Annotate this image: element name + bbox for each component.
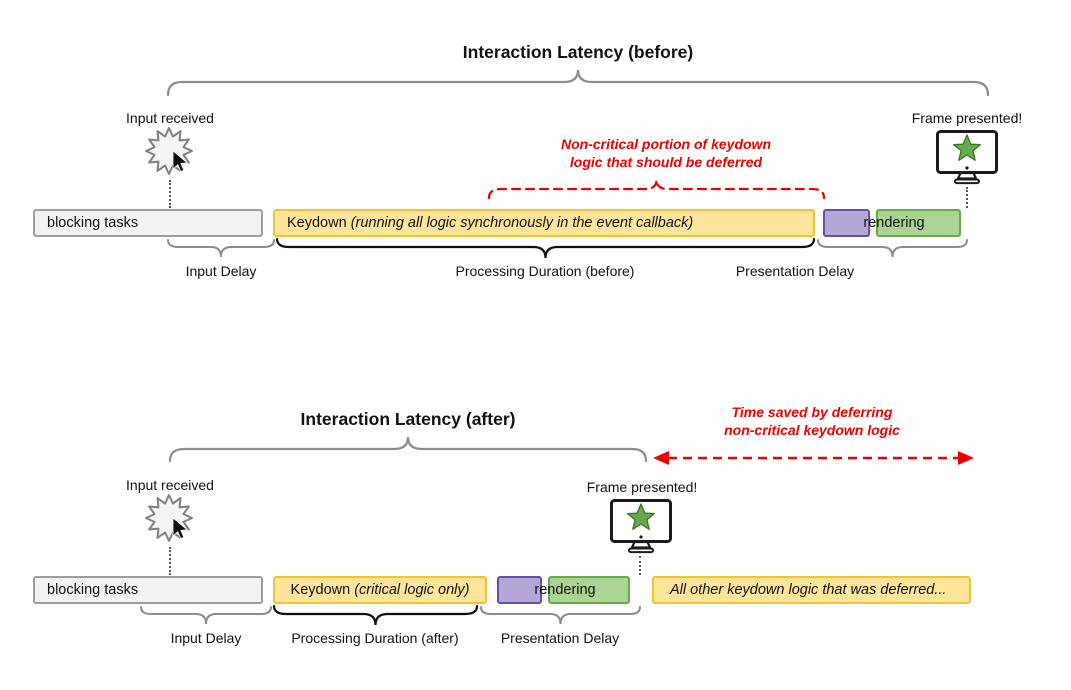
time-saved-arrow-right-head xyxy=(958,451,974,465)
input-burst-icon xyxy=(145,127,193,175)
before-input-delay-label: Input Delay xyxy=(185,263,257,279)
before-processing-brace xyxy=(275,237,816,259)
before-blocking-tasks-bar: blocking tasks xyxy=(33,209,263,237)
after-presentation-brace xyxy=(480,606,641,625)
before-deferred-note-line2: logic that should be deferred xyxy=(569,153,763,170)
after-frame-dotted-line xyxy=(639,556,641,575)
cursor-arrow-icon xyxy=(172,517,189,540)
keydown-detail-label: (running all logic synchronously in the … xyxy=(350,215,694,231)
star-icon xyxy=(953,134,981,161)
after-processing-brace xyxy=(272,604,479,626)
before-presentation-brace xyxy=(817,239,968,258)
monitor-dot xyxy=(639,535,643,539)
after-blocking-tasks-bar: blocking tasks xyxy=(33,576,263,604)
monitor-stand xyxy=(630,540,652,549)
after-time-saved-note: Time saved by deferring non-critical key… xyxy=(662,404,962,440)
monitor-frame-icon xyxy=(610,499,672,554)
before-input-received-label: Input received xyxy=(126,110,214,126)
star-icon xyxy=(627,503,655,530)
before-frame-dotted-line xyxy=(966,187,968,208)
before-keydown-bar: Keydown (running all logic synchronously… xyxy=(273,209,815,237)
before-rendering-label: rendering xyxy=(863,215,925,231)
time-saved-arrow-left-head xyxy=(653,451,669,465)
keydown-label: Keydown xyxy=(287,215,351,231)
input-burst-icon xyxy=(145,494,193,542)
after-input-delay-brace xyxy=(140,606,272,625)
monitor-base xyxy=(628,547,654,554)
after-deferred-bar: All other keydown logic that was deferre… xyxy=(652,576,971,604)
before-rendering-block xyxy=(876,209,961,237)
after-title: Interaction Latency (after) xyxy=(300,409,516,429)
before-input-delay-brace xyxy=(167,239,275,258)
before-processing-label: Processing Duration (before) xyxy=(455,263,635,279)
before-frame-presented-label: Frame presented! xyxy=(911,110,1023,126)
before-deferred-note: Non-critical portion of keydown logic th… xyxy=(506,136,826,172)
after-latency-brace xyxy=(168,436,648,463)
after-keydown-bar: Keydown (critical logic only) xyxy=(273,576,487,604)
after-input-delay-label: Input Delay xyxy=(170,630,242,646)
monitor-dot xyxy=(965,166,969,170)
before-input-dotted-line xyxy=(169,180,171,208)
before-presentation-label: Presentation Delay xyxy=(735,263,855,279)
cursor-arrow-icon xyxy=(172,150,189,173)
after-rendering-block xyxy=(548,576,630,604)
burst-shape xyxy=(145,127,193,175)
keydown-detail-label: (critical logic only) xyxy=(354,582,470,598)
after-input-dotted-line xyxy=(169,547,171,575)
after-rendering-label: rendering xyxy=(534,582,596,598)
before-title: Interaction Latency (before) xyxy=(462,42,694,62)
after-presentation-label: Presentation Delay xyxy=(500,630,620,646)
after-processing-label: Processing Duration (after) xyxy=(291,630,459,646)
before-paint-block xyxy=(823,209,870,237)
after-time-saved-line2: non-critical keydown logic xyxy=(724,421,900,438)
burst-shape xyxy=(145,494,193,542)
after-input-received-label: Input received xyxy=(126,477,214,493)
before-latency-brace xyxy=(166,69,990,97)
after-time-saved-line1: Time saved by deferring xyxy=(731,404,893,420)
before-deferred-brace xyxy=(487,179,826,200)
before-deferred-note-line1: Non-critical portion of keydown xyxy=(560,136,771,152)
monitor-frame-icon xyxy=(936,130,998,185)
after-paint-block xyxy=(497,576,542,604)
keydown-label: Keydown xyxy=(290,582,355,598)
after-frame-presented-label: Frame presented! xyxy=(586,479,698,495)
monitor-stand xyxy=(956,171,978,180)
monitor-base xyxy=(954,178,980,185)
